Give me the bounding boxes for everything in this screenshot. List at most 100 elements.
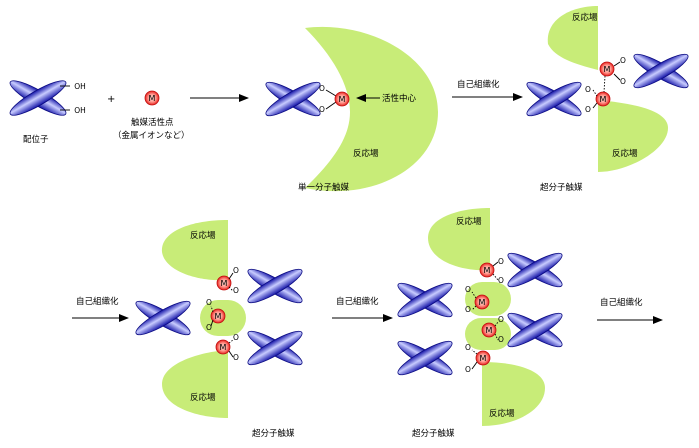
ligand-r2l-lower-ellipse-2: [247, 330, 303, 366]
bond-tr-4: [592, 102, 598, 109]
metal-catalyst-site-letter: M: [149, 94, 156, 103]
metal-r2r-3-letter: M: [486, 326, 493, 335]
text-labels: + 配位子 触媒活性点 （金属イオンなど） 活性中心 反応場 単一分子触媒 自己…: [23, 12, 643, 439]
self-assembly-label-3: 自己組織化: [336, 296, 379, 307]
metal-r2l-top-letter: M: [221, 279, 228, 288]
metal-r2r-4: [475, 350, 491, 366]
metal-r2l-top: [216, 275, 232, 291]
ligand-free-ellipse-2: [9, 80, 67, 116]
o-label-r2l-4: O: [206, 323, 212, 332]
reaction-field-top-right-upper: [547, 6, 598, 70]
ligand-r2l-left-ellipse-2: [135, 300, 191, 336]
bond-r2r-7: [471, 349, 478, 355]
o-label-r2r-8: O: [465, 365, 471, 374]
oh-label-upper: OH: [74, 82, 86, 91]
o-label-r2r-6: O: [498, 335, 504, 344]
metal-tr-upper-letter: M: [604, 65, 611, 74]
reaction-field-row2-right-upper: [428, 208, 490, 271]
ligand-r2r-upper-right-ellipse-2: [507, 252, 563, 288]
metal-single-letter: M: [339, 95, 346, 104]
metal-r2r-2: [474, 294, 490, 310]
reaction-field-label-r2l-upper: 反応場: [190, 230, 216, 241]
metal-r2r-4-letter: M: [480, 354, 487, 363]
reaction-field-row2-right-lower: [482, 362, 545, 426]
active-center-label: 活性中心: [382, 93, 417, 104]
bond-r2r-3: [471, 291, 477, 299]
reaction-field-single: [305, 26, 438, 192]
supramolecular-catalyst-label-2: 超分子触媒: [252, 428, 295, 439]
catalyst-label-line1: 触媒活性点: [131, 117, 174, 128]
metal-r2r-3: [481, 322, 497, 338]
metal-single: [334, 91, 350, 107]
metal-r2l-bottom: [215, 339, 231, 355]
reaction-field-label-r2r-upper: 反応場: [456, 216, 482, 227]
ligand-single-ellipse-2: [265, 81, 321, 117]
o-label-tr-2: O: [620, 77, 626, 86]
ligand-r2r-upper-left-ellipse-2: [397, 282, 453, 318]
oh-label-lower: OH: [74, 106, 86, 115]
metal-r2l-mid: [210, 308, 226, 324]
o-label-r2r-2: O: [498, 276, 504, 285]
bond-r2r-2: [492, 273, 499, 281]
catalyst-label-line2: （金属イオンなど）: [113, 130, 190, 141]
bond-r2l-4: [210, 319, 214, 327]
bond-r2r-6: [494, 333, 499, 341]
o-label-r2r-4: O: [465, 305, 471, 314]
o-label-tr-1: O: [620, 56, 626, 65]
ligand-tr-right-ellipse-2: [633, 53, 689, 89]
metal-r2l-mid-letter: M: [215, 312, 222, 321]
bond-r2l-6: [228, 350, 234, 358]
bond-tr-1: [613, 61, 621, 67]
o-label-r2r-3: O: [465, 285, 471, 294]
self-assembly-label-1: 自己組織化: [457, 79, 500, 90]
bond-r2l-5: [228, 339, 234, 344]
bond-tr-2: [613, 73, 621, 81]
reaction-field-row2-left-upper: [161, 220, 228, 281]
ligand-r2r-lower-left-ellipse-2: [397, 340, 453, 376]
arrows: [72, 93, 663, 324]
o-label-r2l-5: O: [233, 333, 239, 342]
o-label-r2l-1: O: [233, 266, 239, 275]
o-label-r2l-2: O: [233, 286, 239, 295]
ligand-r2l-upper-ellipse-2: [247, 268, 303, 304]
o-label-tr-4: O: [585, 105, 591, 114]
bond-tr-5: [603, 75, 606, 93]
reaction-field-top-right-lower: [598, 100, 668, 172]
o-label-r2r-5: O: [498, 315, 504, 324]
metal-catalyst-site: [144, 90, 160, 106]
metal-tr-upper: [599, 61, 615, 77]
o-label-r2l-6: O: [233, 353, 239, 362]
metal-tr-lower-letter: M: [600, 95, 607, 104]
supramolecular-catalyst-label-3: 超分子触媒: [412, 428, 455, 439]
bond-single-1: [325, 89, 337, 97]
reaction-field-label-r2r-lower: 反応場: [489, 408, 515, 419]
bond-tr-3: [592, 89, 598, 97]
bond-r2l-1: [228, 272, 234, 280]
metal-r2l-bottom-letter: M: [220, 343, 227, 352]
bond-r2l-2: [228, 286, 234, 292]
metal-r2r-2-letter: M: [479, 298, 486, 307]
o-label-r2r-7: O: [465, 343, 471, 352]
bond-r2r-5: [494, 321, 499, 327]
metal-r2r-1: [479, 262, 495, 278]
bond-r2l-3: [210, 305, 214, 313]
ligand-label: 配位子: [23, 134, 49, 145]
o-label-single-1: O: [319, 84, 325, 93]
ligand-tr-left-ellipse-2: [526, 81, 582, 117]
reaction-field-label-r2l-lower: 反応場: [190, 392, 216, 403]
o-label-tr-3: O: [585, 85, 591, 94]
reaction-field-label-tr-upper: 反応場: [572, 12, 598, 23]
o-label-r2l-3: O: [206, 298, 212, 307]
metal-r2r-1-letter: M: [484, 266, 491, 275]
reaction-field-label-tr-lower: 反応場: [612, 148, 638, 159]
bond-r2r-1: [492, 261, 499, 267]
reaction-field-label-single: 反応場: [353, 148, 379, 159]
plus-sign: +: [107, 94, 115, 105]
bond-r2r-8: [471, 361, 478, 370]
supramolecular-catalyst-label-1: 超分子触媒: [540, 182, 583, 193]
o-label-r2r-1: O: [498, 257, 504, 266]
self-assembly-label-4: 自己組織化: [600, 297, 643, 308]
